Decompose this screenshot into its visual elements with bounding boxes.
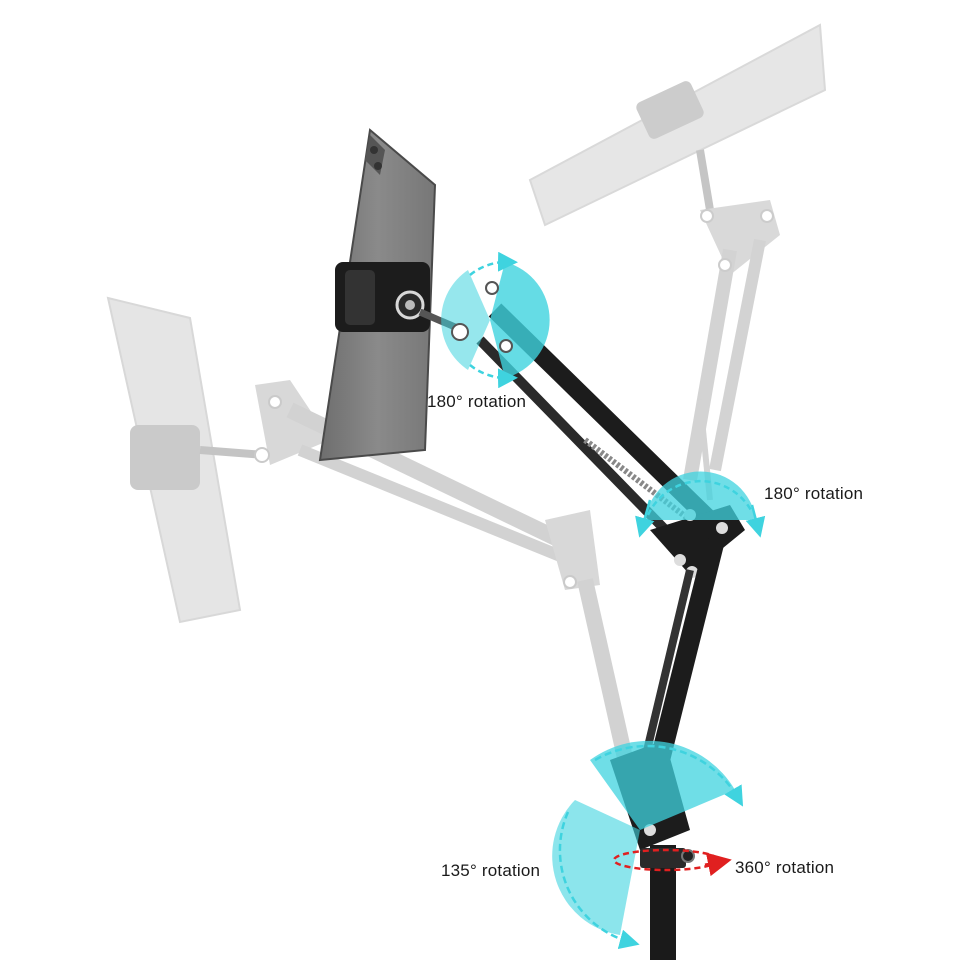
- top-joint-rotation-label: 180° rotation: [427, 392, 527, 411]
- ghost-position-upper: [528, 23, 827, 501]
- elbow-joint-rotation-indicator: [635, 471, 766, 538]
- top-joint-rotation-indicator: [441, 251, 550, 389]
- base-tilt-rotation-label: 135° rotation: [441, 861, 541, 880]
- tablet-clamp: [335, 262, 464, 334]
- base-swivel-rotation-indicator: [612, 848, 732, 877]
- base-tilt-rotation-indicator: [552, 740, 744, 950]
- base-swivel-rotation-label: 360° rotation: [735, 858, 835, 877]
- elbow-joint-rotation-label: 180° rotation: [764, 484, 864, 503]
